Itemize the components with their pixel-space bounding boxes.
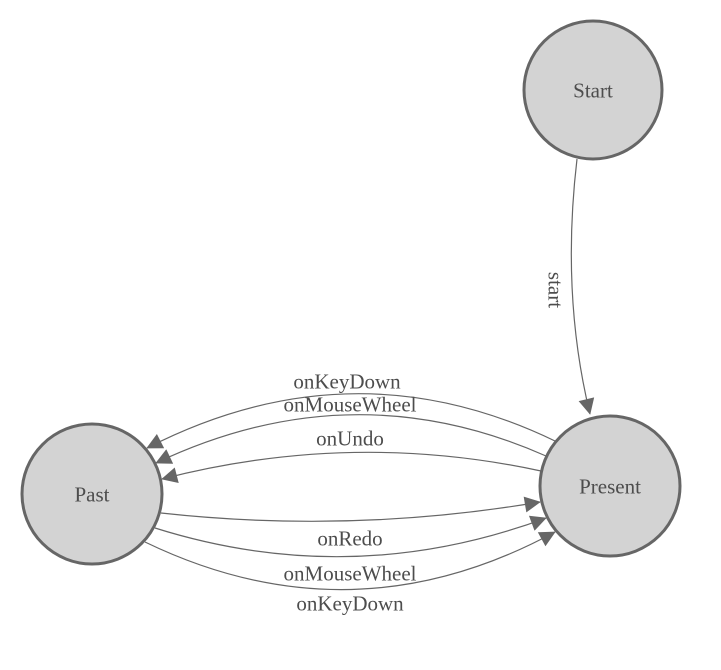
edge-line-onkeydown-bottom [144, 531, 556, 591]
edge-line-onundo [161, 451, 542, 483]
edge-label-onmousewheel-bottom: onMouseWheel [284, 561, 417, 585]
edge-line-onkeydown-top [146, 393, 556, 449]
edge-past-to-present-onkeydown: onKeyDown [144, 531, 556, 615]
edge-present-to-past-onundo: onUndo [161, 426, 542, 483]
node-start[interactable]: Start [522, 19, 664, 161]
edge-line-onmousewheel-top [155, 414, 547, 464]
node-past-label: Past [74, 482, 109, 506]
edge-label-onkeydown-bottom: onKeyDown [296, 591, 404, 615]
node-start-circle[interactable] [522, 19, 664, 161]
edge-label-onkeydown-top: onKeyDown [293, 369, 401, 393]
edge-present-to-past-onkeydown: onKeyDown [146, 369, 556, 449]
node-present-circle[interactable] [538, 414, 682, 558]
edge-label-start: start [544, 272, 568, 308]
edge-line-start [570, 158, 595, 415]
edge-present-to-past-onmousewheel: onMouseWheel [155, 392, 547, 464]
edge-label-onmousewheel-top: onMouseWheel [284, 392, 417, 416]
node-present-label: Present [579, 474, 641, 498]
edge-line-onmousewheel-bottom [154, 515, 547, 558]
node-past-circle[interactable] [20, 422, 164, 566]
node-past[interactable]: Past [20, 422, 164, 566]
edge-start-to-present: start [544, 158, 595, 415]
edge-label-onredo: onRedo [317, 526, 382, 550]
edge-label-onundo: onUndo [316, 426, 384, 450]
edge-past-to-present-onredo: onRedo [160, 496, 541, 550]
edge-past-to-present-onmousewheel: onMouseWheel [154, 515, 547, 585]
node-present[interactable]: Present [538, 414, 682, 558]
edge-line-onredo [160, 496, 541, 522]
node-start-label: Start [573, 78, 613, 102]
